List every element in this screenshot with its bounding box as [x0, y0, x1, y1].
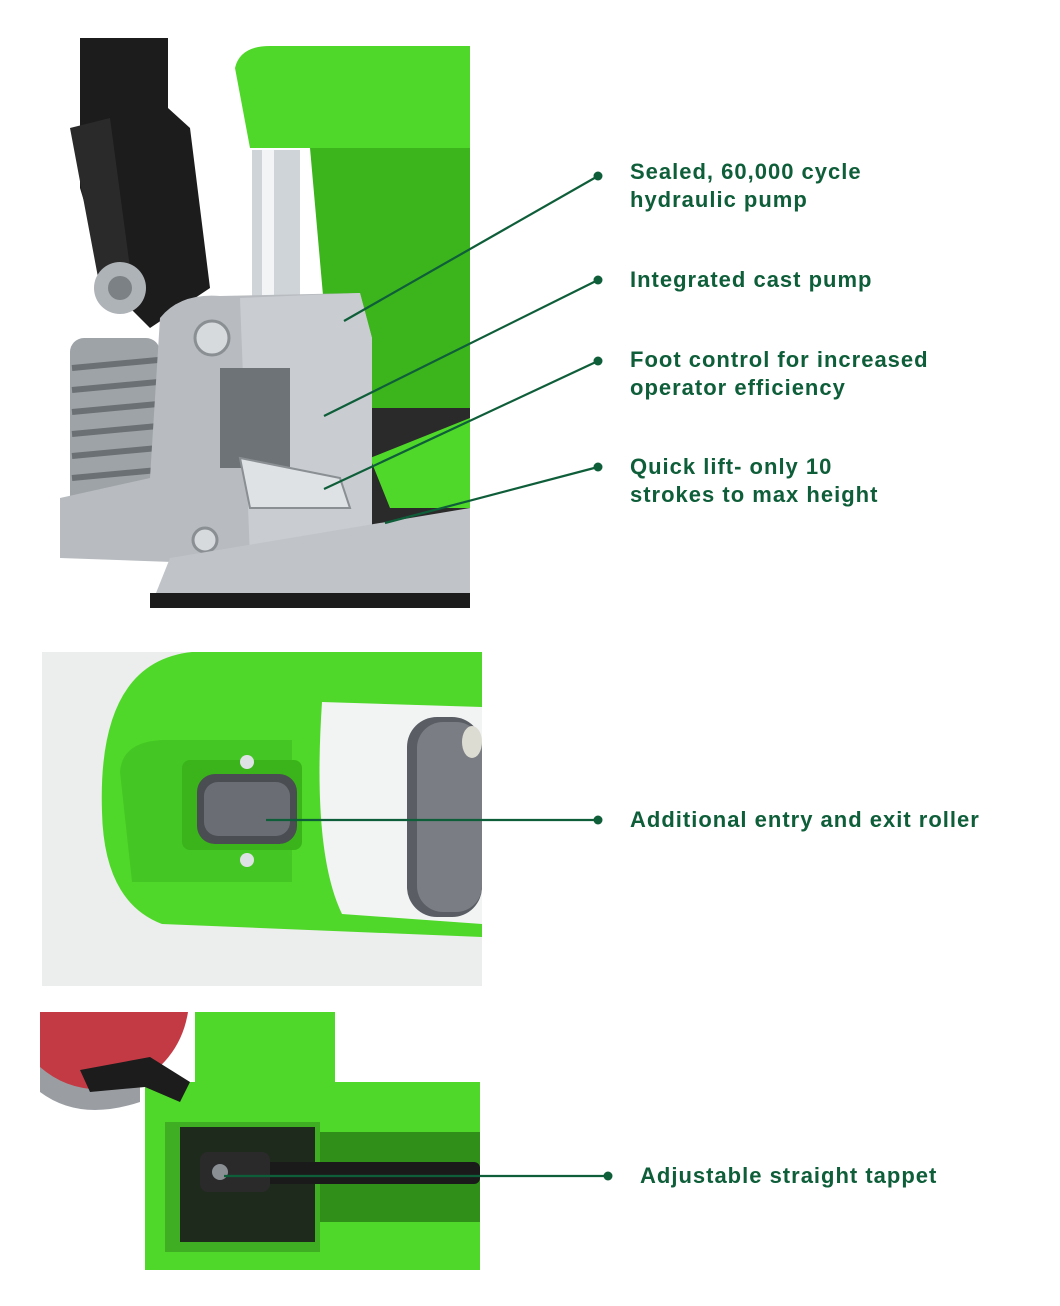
- callout-pump-line-2: hydraulic pump: [630, 187, 808, 212]
- roller-illustration: [42, 652, 482, 986]
- cast-pump-leader-dot: [593, 275, 603, 285]
- callout-pump-line-1: Sealed, 60,000 cycle: [630, 159, 862, 184]
- callout-tappet: Adjustable straight tappet: [640, 1162, 937, 1190]
- callout-foot-control-line-1: Foot control for increased: [630, 347, 929, 372]
- roller-leader-dot: [593, 815, 603, 825]
- roller-photo: [42, 652, 482, 986]
- tappet-photo: [40, 1012, 480, 1270]
- callout-quick-lift-line-2: strokes to max height: [630, 482, 879, 507]
- callout-foot-control: Foot control for increased operator effi…: [630, 346, 929, 402]
- callout-foot-control-line-2: operator efficiency: [630, 375, 846, 400]
- pump-leader-dot: [593, 171, 603, 181]
- quick-lift-leader-dot: [593, 462, 603, 472]
- tappet-leader-dot: [603, 1171, 613, 1181]
- tappet-illustration: [40, 1012, 480, 1270]
- callout-cast-pump: Integrated cast pump: [630, 266, 872, 294]
- callout-cast-pump-line-1: Integrated cast pump: [630, 267, 873, 292]
- foot-control-leader-dot: [593, 356, 603, 366]
- callout-roller: Additional entry and exit roller: [630, 806, 980, 834]
- callout-pump: Sealed, 60,000 cycle hydraulic pump: [630, 158, 862, 214]
- callout-tappet-line-1: Adjustable straight tappet: [640, 1163, 938, 1188]
- callout-quick-lift: Quick lift- only 10 strokes to max heigh…: [630, 453, 878, 509]
- callout-quick-lift-line-1: Quick lift- only 10: [630, 454, 833, 479]
- pump-assembly-illustration: [40, 38, 470, 608]
- callout-roller-line-1: Additional entry and exit roller: [630, 807, 980, 832]
- pump-assembly-photo: [40, 38, 470, 608]
